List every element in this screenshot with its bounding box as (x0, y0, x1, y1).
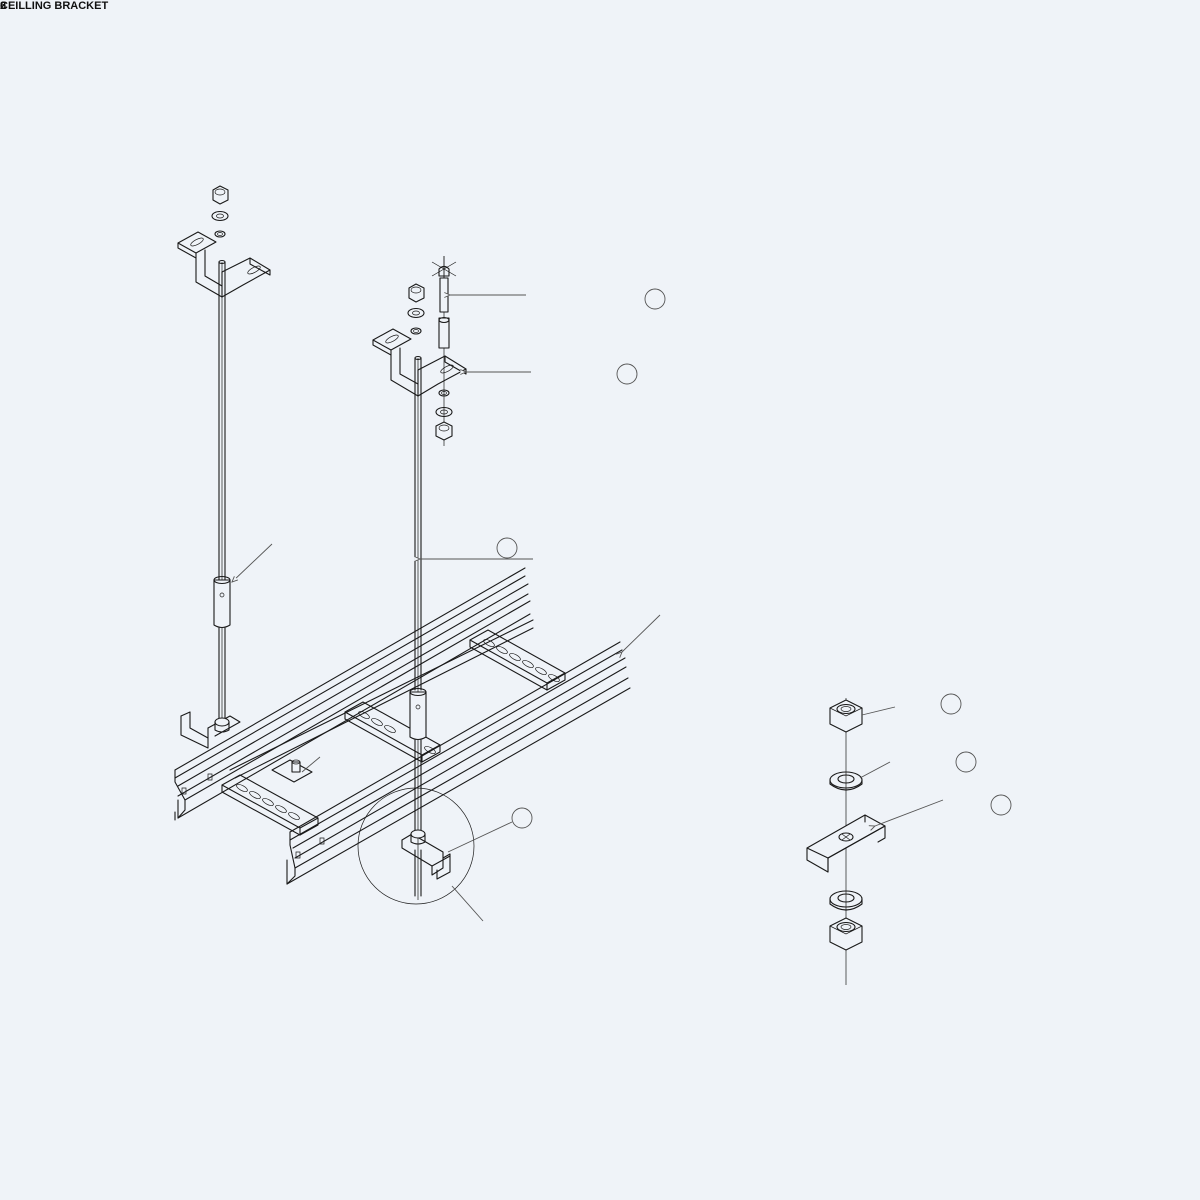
threaded-rod-icon (415, 357, 421, 901)
threaded-rod-icon (219, 261, 225, 721)
hex-nut-icon (409, 284, 424, 302)
sheet-number: 2 (0, 0, 7, 12)
hex-nut-icon (830, 700, 862, 732)
callout-number: 6 (0, 0, 7, 12)
washer-icon (830, 772, 862, 790)
hex-nut-icon (213, 186, 228, 204)
washer-icon (212, 212, 228, 221)
left-hanger-assembly (178, 186, 272, 748)
anchor-stack (432, 256, 456, 446)
rod-coupler-icon (410, 689, 426, 740)
cable-ladder-icon (175, 568, 630, 884)
ceiling-bracket-icon (373, 329, 466, 396)
callout-leaders (420, 289, 665, 852)
detail-exploded-view (807, 694, 1011, 985)
ceiling-bracket-icon (178, 232, 270, 297)
callout-title: CEILLING BRACKET (0, 0, 109, 12)
hex-nut-icon (830, 918, 862, 950)
channel-icon (181, 712, 240, 748)
washer-icon (830, 891, 862, 910)
rod-coupler-icon (214, 577, 230, 628)
channel-icon (402, 830, 450, 879)
clamp-icon (807, 815, 885, 872)
washer-icon (408, 309, 424, 318)
